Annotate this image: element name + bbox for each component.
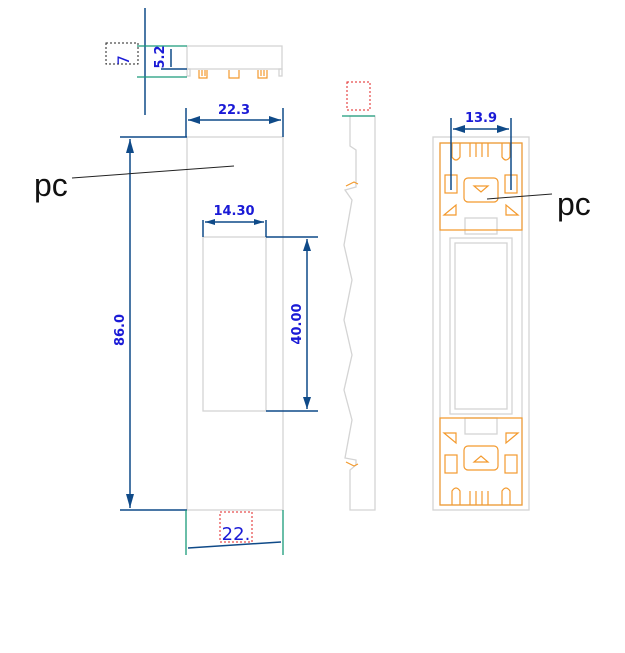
- bottom-label: 22.: [222, 524, 251, 545]
- front-view: 22.3 86.0 14.30 40.00 22. pc: [34, 103, 318, 555]
- front-width-label: 22.3: [218, 103, 250, 118]
- window-width-label: 14.30: [213, 204, 254, 219]
- window-height-label: 40.00: [290, 303, 305, 344]
- back-material-label: pc: [557, 186, 591, 222]
- top-inner-height-label: 5.2: [153, 45, 168, 68]
- top-height-label: 7: [114, 55, 133, 65]
- top-view: 7 5.2: [105, 8, 283, 115]
- front-material-label: pc: [34, 167, 68, 203]
- back-view: 13.9 pc: [432, 111, 591, 511]
- front-height-label: 86.0: [113, 314, 128, 346]
- side-view: [342, 81, 376, 511]
- back-width-label: 13.9: [465, 111, 497, 126]
